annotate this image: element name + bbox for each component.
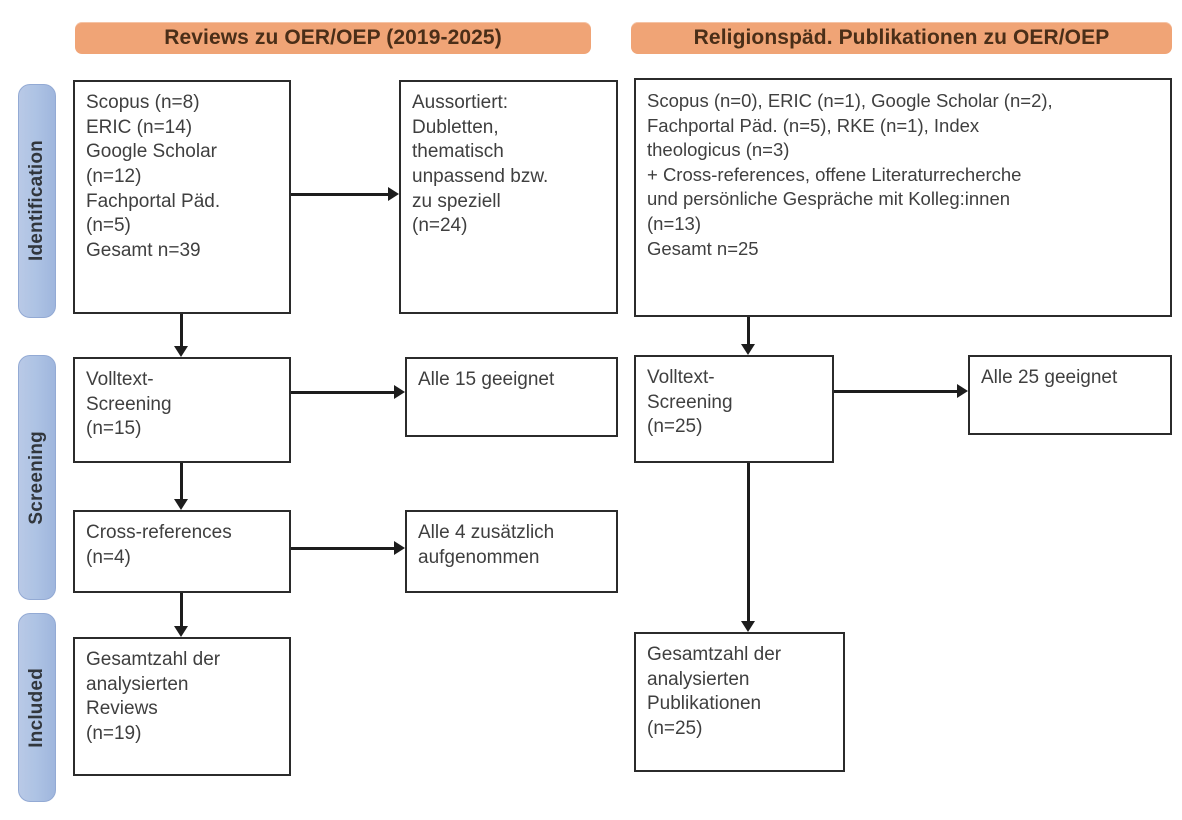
box-left-crossreferences: Cross-references (n=4): [73, 510, 291, 593]
arrowhead-left-screening-to-crossreferences: [174, 499, 188, 510]
stage-label-identification: Identification: [26, 140, 47, 262]
stage-label-included: Included: [26, 667, 47, 748]
box-right-identification: Scopus (n=0), ERIC (n=1), Google Scholar…: [634, 78, 1172, 317]
box-left-crossreferences-outcome: Alle 4 zusätzlich aufgenommen: [405, 510, 618, 593]
connector-right-identification-to-screening: [747, 317, 750, 344]
box-left-screening-outcome: Alle 15 geeignet: [405, 357, 618, 437]
stage-label-screening: Screening: [26, 430, 47, 525]
connector-left-screening-to-crossreferences: [180, 463, 183, 499]
box-right-included: Gesamtzahl der analysierten Publikatione…: [634, 632, 845, 772]
connector-left-identification-to-excluded: [291, 193, 388, 196]
connector-left-identification-to-screening: [180, 314, 183, 346]
arrowhead-left-crossreferences-to-outcome: [394, 541, 405, 555]
connector-right-screening-to-included: [747, 463, 750, 621]
arrowhead-left-identification-to-excluded: [388, 187, 399, 201]
column-header-right: Religionspäd. Publikationen zu OER/OEP: [631, 22, 1172, 54]
stage-pill-identification: Identification: [18, 84, 56, 318]
arrowhead-left-screening-to-outcome: [394, 385, 405, 399]
stage-pill-included: Included: [18, 613, 56, 802]
box-left-identification: Scopus (n=8) ERIC (n=14) Google Scholar …: [73, 80, 291, 314]
box-right-screening-outcome: Alle 25 geeignet: [968, 355, 1172, 435]
box-right-screening: Volltext- Screening (n=25): [634, 355, 834, 463]
box-left-included: Gesamtzahl der analysierten Reviews (n=1…: [73, 637, 291, 776]
column-header-left: Reviews zu OER/OEP (2019-2025): [75, 22, 591, 54]
arrowhead-right-screening-to-included: [741, 621, 755, 632]
stage-pill-screening: Screening: [18, 355, 56, 600]
arrowhead-right-screening-to-outcome: [957, 384, 968, 398]
arrowhead-left-crossreferences-to-included: [174, 626, 188, 637]
box-left-screening: Volltext- Screening (n=15): [73, 357, 291, 463]
connector-left-crossreferences-to-outcome: [291, 547, 394, 550]
arrowhead-left-identification-to-screening: [174, 346, 188, 357]
connector-left-screening-to-outcome: [291, 391, 394, 394]
box-left-excluded: Aussortiert: Dubletten, thematisch unpas…: [399, 80, 618, 314]
arrowhead-right-identification-to-screening: [741, 344, 755, 355]
connector-left-crossreferences-to-included: [180, 593, 183, 626]
connector-right-screening-to-outcome: [834, 390, 957, 393]
